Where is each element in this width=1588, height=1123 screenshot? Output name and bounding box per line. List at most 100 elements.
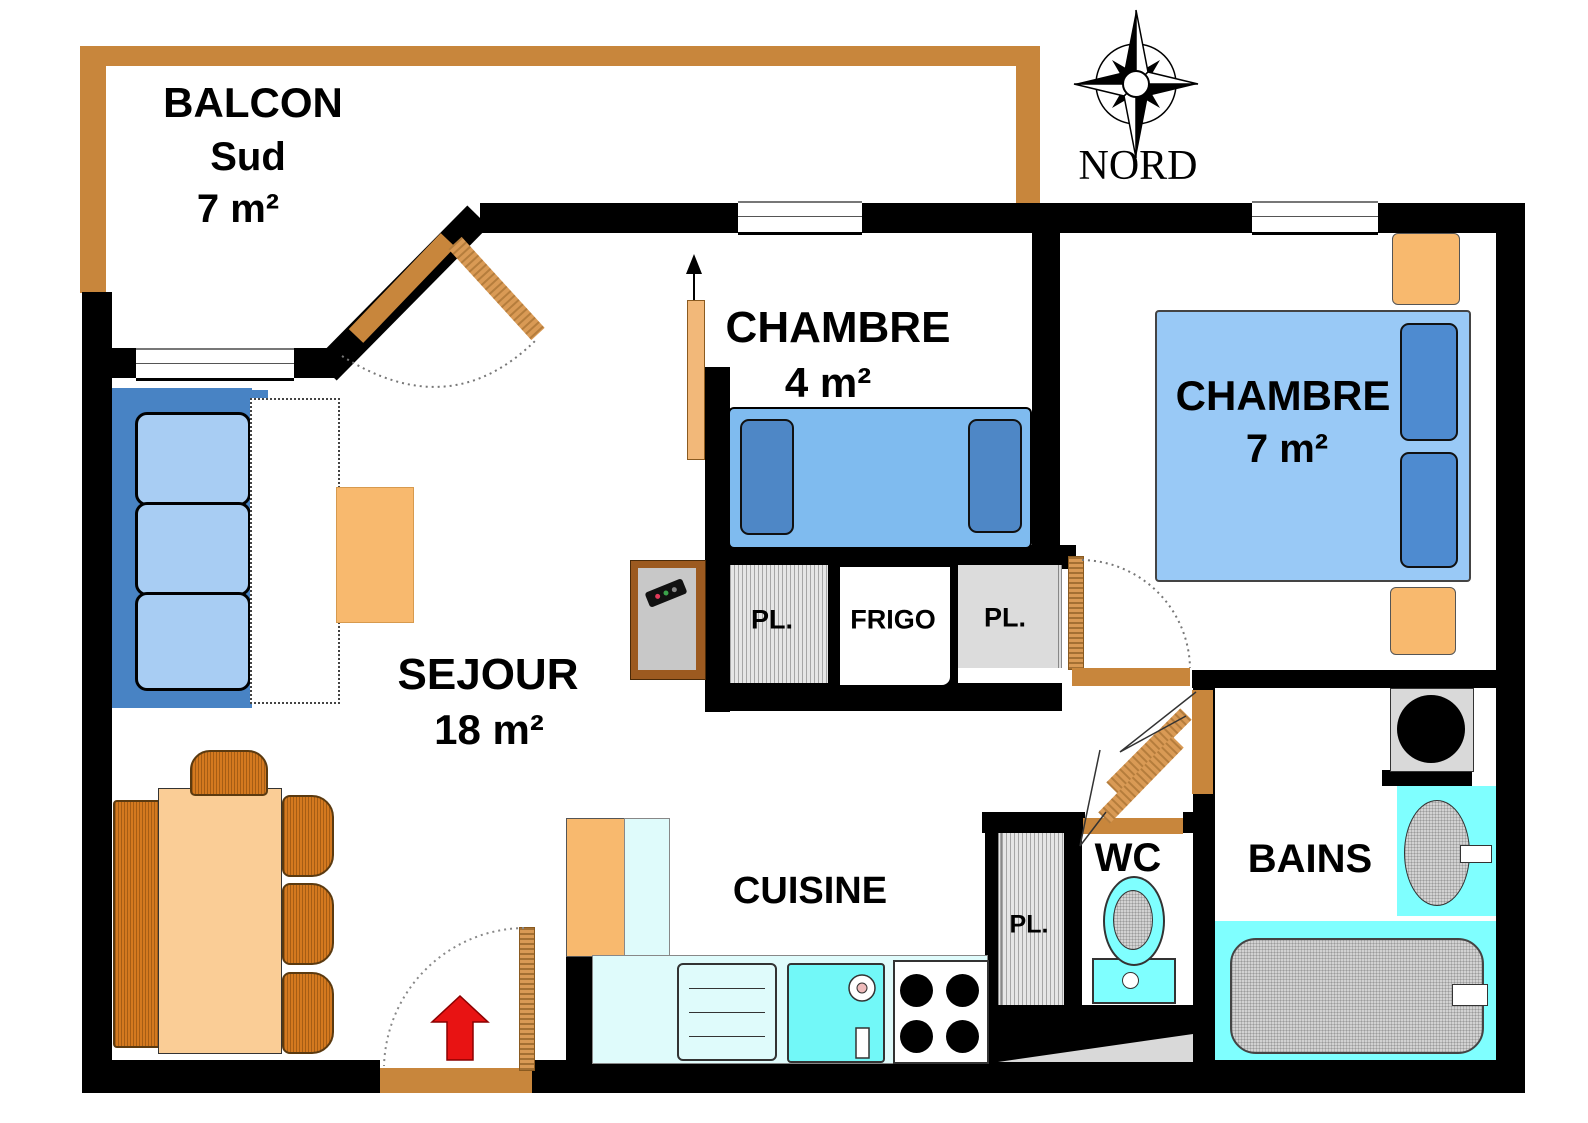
dining-chair: [282, 883, 334, 965]
chambre7-area-label: 7 m²: [1245, 427, 1329, 471]
folding-door-leaf: [1106, 708, 1192, 794]
wall-chambre4-south: [730, 545, 1064, 568]
sofa-bed-outline: [250, 398, 340, 704]
toilet-bowl-inner: [1113, 890, 1153, 950]
closet-pl-2: [958, 565, 1062, 668]
bathtub: [1230, 938, 1484, 1054]
bathtub-faucet: [1452, 984, 1488, 1006]
window-chambre4: [738, 201, 862, 235]
washing-machine-drum: [1397, 695, 1465, 763]
wall-wc-closet-divider: [1060, 833, 1082, 1007]
sofa-cushion: [135, 502, 251, 596]
sink-faucet: [1460, 845, 1492, 863]
sofa-cushion: [135, 412, 251, 506]
drawer-line: [689, 1012, 765, 1013]
window-mullion: [1252, 216, 1378, 218]
closet-plwc-label: PL.: [1009, 910, 1049, 939]
door-leaf-balcony-swing: [448, 236, 545, 341]
stove-burner: [900, 974, 933, 1007]
dining-chair: [282, 795, 334, 877]
tv-screen: [638, 568, 696, 670]
balcon-label: BALCON: [163, 79, 343, 126]
balcony-railing-right: [1016, 46, 1040, 208]
window-chambre7: [1252, 201, 1378, 235]
drawer-line: [689, 1036, 765, 1038]
closet-pl-wc: [998, 833, 1064, 1005]
cuisine-label: CUISINE: [732, 870, 888, 912]
window-mullion: [136, 362, 294, 364]
bathroom-sink-basin: [1404, 800, 1470, 906]
balcon-orientation-label: Sud: [210, 135, 286, 179]
chambre4-arrow-head: [686, 254, 702, 274]
dining-chair: [282, 972, 334, 1054]
wall-right: [1496, 203, 1525, 1093]
fridge: [838, 565, 952, 687]
toilet-flush-button: [1122, 972, 1139, 989]
folding-door-guide: [1119, 691, 1197, 753]
bed-pillow: [740, 419, 794, 535]
wall-entry-stub: [566, 955, 592, 1093]
chambre4-label: CHAMBRE: [725, 303, 951, 352]
nightstand: [1390, 587, 1456, 655]
folding-door-leaf-hatch: [1106, 708, 1192, 794]
compass-rose: [1073, 9, 1199, 159]
closet-pl-1: [730, 565, 828, 683]
kitchen-drawers: [677, 963, 777, 1061]
wall-balcony-stub-right: [294, 348, 334, 378]
door-leaf-chambre4: [687, 300, 705, 460]
sejour-label: SEJOUR: [397, 650, 579, 699]
door-leaf-chambre7: [1068, 556, 1084, 670]
wall-diagonal: [315, 205, 489, 381]
wall-washer-shelf: [1382, 770, 1472, 786]
nightstand: [1392, 233, 1460, 305]
balcony-railing-left: [80, 46, 106, 293]
window-sejour: [136, 348, 294, 381]
wall-wc-south: [990, 1005, 1197, 1029]
wall-closets-south: [705, 683, 1062, 711]
door-leaf-entry: [519, 927, 535, 1071]
entry-sill: [380, 1068, 532, 1093]
stove-burner: [946, 1020, 979, 1053]
stove-burner: [900, 1020, 933, 1053]
dining-bench: [113, 800, 162, 1048]
closet-pl2-label: PL.: [983, 602, 1027, 633]
balcony-railing-top: [80, 46, 1040, 66]
window-mullion: [738, 216, 862, 218]
sejour-area-label: 18 m²: [434, 706, 544, 753]
kitchen-sink: [787, 963, 885, 1063]
wall-bains-north: [1192, 670, 1496, 688]
bains-label: BAINS: [1247, 837, 1373, 881]
wall-chambre4-left: [705, 367, 730, 712]
door-sill-wc: [1083, 818, 1183, 834]
door-leaf-balcony-open: [348, 233, 456, 343]
bed-pillow: [1400, 452, 1458, 568]
fridge-label: FRIGO: [850, 604, 936, 635]
door-leaf-balcony-hatch: [448, 236, 545, 341]
coffee-table: [336, 487, 414, 623]
entry-arrow: [430, 994, 490, 1061]
balcon-area-label: 7 m²: [196, 187, 280, 231]
kitchen-cabinet: [566, 818, 626, 957]
dining-chair: [190, 750, 268, 796]
toilet-tank: [1092, 958, 1176, 1004]
door-arc-balcony: [341, 339, 537, 388]
wall-closet-divider-1: [828, 565, 838, 683]
bed-pillow: [1400, 323, 1458, 441]
wall-balcony-stub-left: [112, 348, 136, 378]
sofa-cushion: [135, 592, 251, 691]
compass-label: NORD: [1078, 143, 1198, 189]
dining-table: [158, 788, 282, 1054]
chambre4-area-label: 4 m²: [784, 359, 872, 406]
door-sill-chambre7: [1072, 668, 1190, 686]
door-arc-entry: [383, 927, 525, 1067]
wall-bottom: [82, 1060, 1525, 1093]
bed-pillow: [968, 419, 1022, 533]
folding-door-leaf: [1098, 736, 1184, 824]
wall-wc-north-left: [982, 812, 1085, 833]
wc-label: WC: [1094, 836, 1162, 880]
wall-closet-divider-2: [948, 565, 958, 683]
closet-pl1-label: PL.: [750, 604, 794, 635]
chambre7-label: CHAMBRE: [1175, 372, 1391, 419]
stove-burner: [946, 974, 979, 1007]
